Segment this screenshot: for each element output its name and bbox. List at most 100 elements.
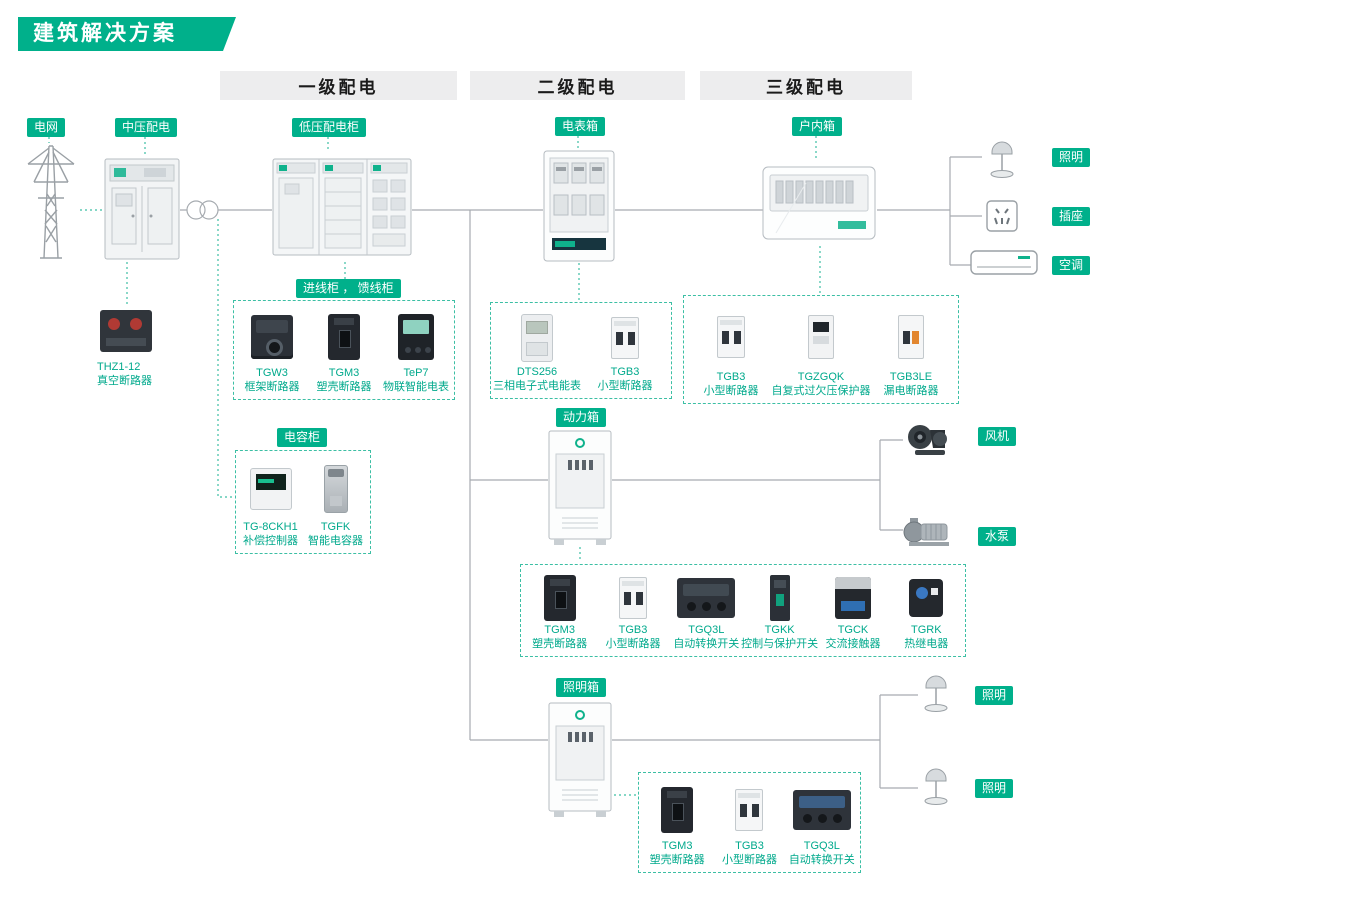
product-model: TGRK	[911, 624, 942, 636]
label-meter-box: 电表箱	[555, 117, 606, 136]
label-lv-cabinet: 低压配电柜	[292, 118, 367, 137]
page-title: 建筑解决方案	[33, 22, 177, 45]
product-tgzgqk: TGZGQK 自复式过欠压保护器	[772, 303, 871, 398]
group-power-box-products: TGM3 塑壳断路器 TGB3 小型断路器 TGQ3L 自动转换开关 TGKK …	[520, 564, 966, 657]
label-load-lighting-bottom: 照明	[975, 779, 1014, 798]
lamp-icon	[924, 768, 948, 805]
label-grid: 电网	[27, 118, 66, 137]
lighting-box-illustration	[548, 702, 612, 817]
header-label: 三级配电	[766, 78, 846, 97]
product-desc: 交流接触器	[825, 638, 881, 650]
label-load-lighting-top: 照明	[1052, 148, 1091, 167]
meter-box-illustration	[543, 150, 615, 262]
tgb3-product-image	[618, 576, 647, 619]
product-tgrk: TGRK 热继电器	[890, 572, 963, 651]
dts256-product-image	[521, 313, 553, 362]
pump-icon	[903, 518, 949, 546]
product-tgm3: TGM3 塑壳断路器	[523, 572, 596, 651]
product-model: TGB3	[618, 624, 648, 636]
tg-8ckh1-product-image	[249, 468, 292, 510]
product-tgb3: TGB3 小型断路器	[686, 303, 776, 398]
label-power-box: 动力箱	[556, 408, 607, 427]
product-tgw3: TGW3 框架断路器	[236, 308, 308, 394]
transformer-icon	[186, 200, 206, 220]
header-level1-distribution: 一级配电	[220, 71, 457, 100]
product-tg-8ckh1: TG-8CKH1 补偿控制器	[238, 458, 303, 548]
label-capacitor-cabinet: 电容柜	[277, 428, 328, 447]
group-meter-box-products: DTS256 三相电子式电能表 TGB3 小型断路器	[490, 302, 672, 399]
product-model: TGB3	[735, 840, 764, 852]
ac-icon	[970, 250, 1038, 275]
product-tgkk: TGKK 控制与保护开关	[741, 572, 819, 651]
product-model: TGB3LE	[889, 371, 933, 383]
product-dts256: DTS256 三相电子式电能表	[493, 310, 581, 393]
product-model: TGCK	[837, 624, 869, 636]
tgkk-product-image	[769, 574, 790, 621]
header-level2-distribution: 二级配电	[470, 71, 685, 100]
mv-switchgear-illustration	[104, 158, 180, 260]
product-desc: 热继电器	[904, 638, 949, 650]
tgfk-product-image	[323, 465, 348, 513]
product-model: TGKK	[764, 624, 795, 636]
lamp-icon	[924, 675, 948, 712]
product-model: TGW3	[256, 367, 288, 379]
product-model: TGM3	[544, 624, 575, 636]
tgw3-product-image	[251, 315, 293, 359]
tgb3-product-image	[717, 315, 745, 358]
product-tgm3: TGM3 塑壳断路器	[308, 308, 380, 394]
tep7-product-image	[398, 314, 434, 360]
product-model: TGFK	[320, 521, 351, 533]
product-desc: 控制与保护开关	[741, 638, 819, 650]
lv-switchgear-illustration	[272, 158, 412, 256]
product-tep7: TeP7 物联智能电表	[380, 308, 452, 394]
label-mv-distribution: 中压配电	[115, 118, 178, 137]
product-tgfk: TGFK 智能电容器	[303, 458, 368, 548]
label-load-fan: 风机	[978, 427, 1017, 446]
group-capacitor-products: TG-8CKH1 补偿控制器 TGFK 智能电容器	[235, 450, 371, 554]
tgck-product-image	[834, 576, 871, 619]
product-model: TGM3	[328, 367, 360, 379]
label-lighting-box: 照明箱	[556, 678, 607, 697]
product-desc: 真空断路器	[97, 375, 152, 387]
page-title-banner: 建筑解决方案	[18, 17, 236, 51]
tgm3-product-image	[328, 314, 360, 360]
product-desc: 小型断路器	[703, 385, 759, 397]
group-incoming-feeder-products: TGW3 框架断路器 TGM3 塑壳断路器 TeP7 物联智能电表	[233, 300, 455, 400]
product-desc: 物联智能电表	[383, 381, 449, 393]
product-desc: 智能电容器	[308, 535, 363, 547]
transformer-icon	[199, 200, 219, 220]
product-model: TG-8CKH1	[243, 521, 298, 533]
lamp-icon	[990, 141, 1014, 178]
thz1-12-product-image	[100, 310, 152, 352]
label-load-ac: 空调	[1052, 256, 1091, 275]
product-desc: 补偿控制器	[243, 535, 298, 547]
product-model: TGB3	[610, 366, 640, 378]
label-load-pump: 水泵	[978, 527, 1017, 546]
product-desc: 自动转换开关	[673, 638, 740, 650]
header-level3-distribution: 三级配电	[700, 71, 912, 100]
product-desc: 小型断路器	[597, 380, 653, 392]
product-desc: 塑壳断路器	[316, 381, 372, 393]
product-desc: 塑壳断路器	[532, 638, 588, 650]
header-label: 一级配电	[298, 78, 379, 97]
tgq3l-product-image	[677, 577, 736, 618]
product-model: TGZGQK	[797, 371, 845, 383]
product-tgck: TGCK 交流接触器	[816, 572, 889, 651]
thz1-12-caption: THZ1-12 真空断路器	[97, 360, 152, 388]
product-tgm3: TGM3 塑壳断路器	[641, 780, 713, 867]
label-load-socket: 插座	[1052, 207, 1091, 226]
tgm3-product-image	[543, 574, 576, 621]
tgrk-product-image	[909, 578, 944, 617]
tgm3-product-image	[661, 786, 694, 833]
header-label: 二级配电	[537, 78, 618, 97]
product-tgb3: TGB3 小型断路器	[596, 572, 669, 651]
group-indoor-box-products: TGB3 小型断路器 TGZGQK 自复式过欠压保护器 TGB3LE 漏电断路器	[683, 295, 959, 404]
product-desc: 塑壳断路器	[649, 854, 705, 866]
label-incoming-feeder-cabinet: 进线柜 ， 馈线柜	[296, 279, 401, 298]
product-model: TGQ3L	[688, 624, 725, 636]
product-model: DTS256	[516, 366, 558, 378]
product-model: TGM3	[661, 840, 693, 852]
label-load-lighting-mid: 照明	[975, 686, 1014, 705]
